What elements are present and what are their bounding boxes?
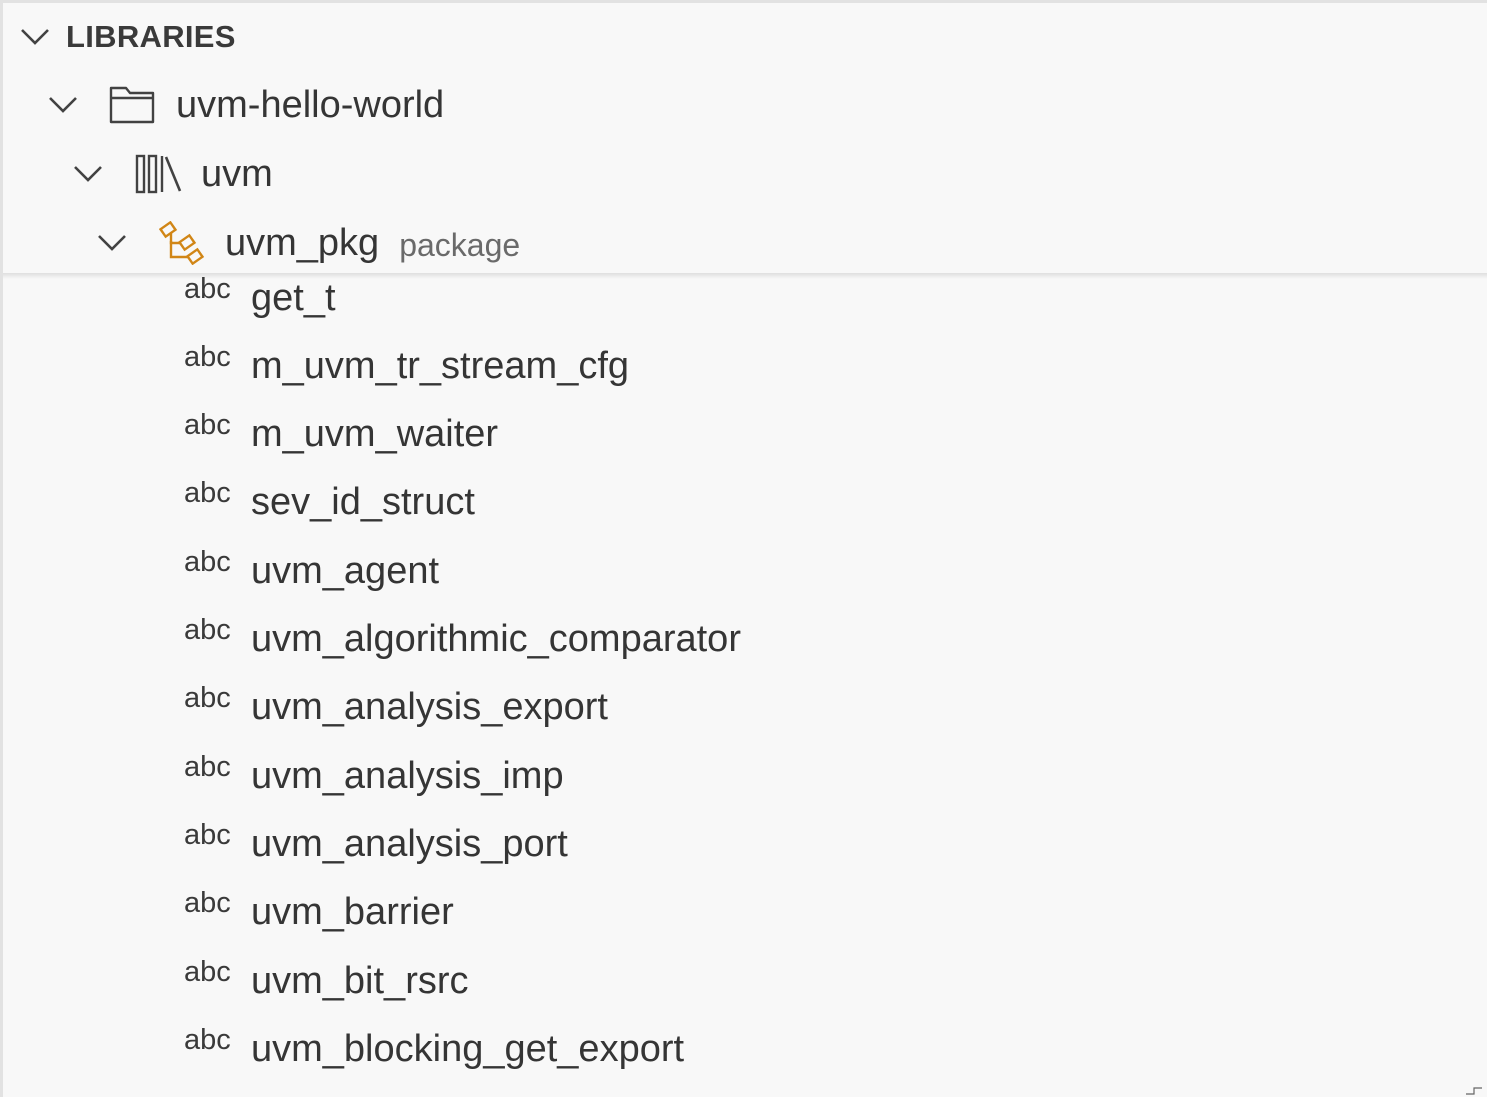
string-symbol-icon: abc (184, 887, 231, 920)
symbol-label: uvm_analysis_export (251, 686, 608, 729)
symbol-label: uvm_algorithmic_comparator (251, 618, 741, 660)
tree-item-symbol[interactable]: abc m_uvm_waiter (3, 401, 1487, 469)
tree-item-symbol[interactable]: abc uvm_analysis_port (3, 810, 1487, 878)
symbol-label: uvm_analysis_port (251, 822, 568, 865)
tree-item-symbol[interactable]: abc uvm_bit_rsrc (3, 947, 1487, 1015)
string-symbol-icon: abc (184, 409, 231, 442)
tree-item-symbol[interactable]: abc uvm_agent (3, 537, 1487, 605)
string-symbol-icon: abc (184, 545, 231, 578)
tree-item-package[interactable]: uvm_pkg package (3, 209, 1487, 277)
string-symbol-icon: abc (184, 340, 231, 373)
package-description: package (399, 226, 521, 263)
package-icon (159, 221, 205, 265)
string-symbol-icon: abc (184, 955, 231, 988)
symbol-label: m_uvm_tr_stream_cfg (251, 344, 630, 387)
symbol-label: uvm_agent (251, 549, 440, 592)
chevron-down-icon[interactable] (18, 25, 52, 49)
symbol-label: uvm_blocking_get_export (251, 1027, 685, 1070)
string-symbol-icon: abc (184, 614, 231, 646)
library-icon (135, 154, 183, 194)
tree-item-symbol[interactable]: abc sev_id_struct (3, 469, 1487, 537)
symbol-label: sev_id_struct (251, 481, 475, 524)
section-header-libraries[interactable]: LIBRARIES (3, 3, 1487, 71)
symbol-label: uvm_barrier (251, 891, 454, 934)
tree-item-symbol[interactable]: abc uvm_analysis_imp (3, 742, 1487, 810)
string-symbol-icon: abc (184, 1023, 231, 1056)
tree-item-symbol[interactable]: abc uvm_algorithmic_comparator (3, 606, 1487, 674)
tree-item-symbol[interactable]: abc uvm_analysis_export (3, 674, 1487, 742)
tree-item-symbol[interactable]: abc get_t (3, 264, 1487, 332)
tree-item-library[interactable]: uvm (3, 140, 1487, 208)
chevron-down-icon[interactable] (46, 93, 80, 117)
sticky-header-area (3, 3, 1487, 273)
string-symbol-icon: abc (184, 477, 231, 510)
section-title: LIBRARIES (66, 19, 236, 54)
sticky-scroll-shadow (3, 273, 1487, 279)
string-symbol-icon: abc (184, 272, 231, 305)
symbol-label: uvm_bit_rsrc (251, 959, 469, 1002)
folder-icon (109, 86, 155, 124)
workspace-label: uvm-hello-world (176, 83, 445, 126)
tree-item-symbol[interactable]: abc uvm_barrier (3, 879, 1487, 947)
resize-grip-icon[interactable] (1465, 1085, 1483, 1095)
symbol-label: get_t (251, 276, 336, 319)
symbol-label: m_uvm_waiter (251, 413, 499, 456)
chevron-down-icon[interactable] (95, 231, 129, 255)
chevron-down-icon[interactable] (71, 162, 105, 186)
symbol-label: uvm_analysis_imp (251, 754, 564, 797)
string-symbol-icon: abc (184, 682, 231, 715)
package-label: uvm_pkg (225, 221, 380, 264)
string-symbol-icon: abc (184, 750, 231, 783)
tree-item-symbol[interactable]: abc uvm_blocking_get_export (3, 1015, 1487, 1083)
tree-item-symbol[interactable]: abc m_uvm_tr_stream_cfg (3, 332, 1487, 400)
library-label: uvm (201, 152, 273, 195)
string-symbol-icon: abc (184, 818, 231, 851)
tree-item-workspace[interactable]: uvm-hello-world (3, 71, 1487, 139)
